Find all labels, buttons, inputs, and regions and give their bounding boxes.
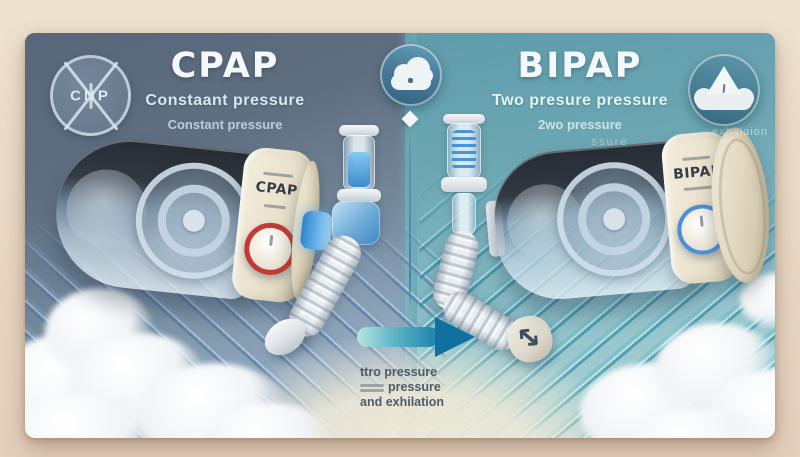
- bipap-connector-cap: [443, 114, 485, 124]
- machine-microtext: [263, 171, 294, 178]
- caption-text: ttro pressure: [360, 365, 438, 379]
- connector-water: [347, 151, 371, 187]
- badge-cross-line: [89, 82, 92, 109]
- caption-text: and exhilation: [360, 395, 445, 409]
- cpap-connector-cap: [339, 125, 379, 136]
- mountain-icon: [688, 54, 760, 126]
- cpap-humidifier-connector: [343, 135, 375, 191]
- bidirectional-arrow-icon: ↕: [508, 317, 552, 360]
- machine-microtext: [683, 185, 714, 192]
- cpap-title: CPAP: [170, 46, 280, 86]
- cloud-icon: [380, 44, 442, 106]
- caption-line-1: ttro pressure: [360, 365, 490, 380]
- machine-microtext: [682, 155, 711, 162]
- bipap-connector-stem: [452, 193, 476, 235]
- arrow-head: [435, 317, 475, 357]
- exhalation-label: exhalaion: [711, 126, 769, 138]
- caption-microtext: [360, 383, 384, 392]
- drum-ring: [713, 136, 772, 277]
- cpap-pressure-knob[interactable]: [241, 220, 299, 278]
- cloud-icon-dot: [408, 78, 413, 83]
- cpap-subtitle-small: Constant pressure: [167, 117, 283, 132]
- machine-microtext: [263, 203, 286, 210]
- caption-line-2: pressure: [360, 380, 490, 395]
- mountain-icon-base: [696, 94, 752, 110]
- cpap-bipap-comparison-card: CNP CPAP Constaant pressure Constant pre…: [25, 33, 775, 438]
- divider-line: [409, 130, 411, 310]
- cpap-subtitle: Constaant pressure: [145, 92, 305, 109]
- bipap-connector-flange: [441, 177, 487, 192]
- bipap-coil-connector: [447, 123, 481, 179]
- cpap-connector-ring: [337, 189, 381, 202]
- cpap-header: CPAP Constaant pressure Constant pressur…: [80, 46, 370, 132]
- knob-notch: [699, 215, 704, 228]
- badge-letters: CNP: [70, 87, 111, 104]
- knob-notch: [269, 234, 274, 247]
- flow-arrow-icon: [357, 317, 477, 357]
- bipap-subtitle: Two presure pressure: [492, 92, 668, 109]
- bipap-subtitle-faint: ssure: [591, 136, 629, 148]
- arrow-shaft: [357, 327, 439, 347]
- cpap-machine: CPAP: [48, 127, 334, 312]
- connector-coil: [452, 129, 476, 171]
- bipap-subtitle-small: 2wo pressure: [538, 117, 622, 132]
- center-caption: ttro pressure pressure and exhilation: [360, 365, 490, 410]
- cpap-badge-icon: CNP: [50, 55, 131, 136]
- bipap-machine: BIPAP: [481, 125, 775, 309]
- caption-text: pressure: [388, 380, 441, 394]
- bipap-title: BIPAP: [517, 46, 643, 86]
- caption-line-3: and exhilation: [360, 395, 490, 410]
- bipap-header: BIPAP Two presure pressure 2wo pressure …: [445, 46, 715, 148]
